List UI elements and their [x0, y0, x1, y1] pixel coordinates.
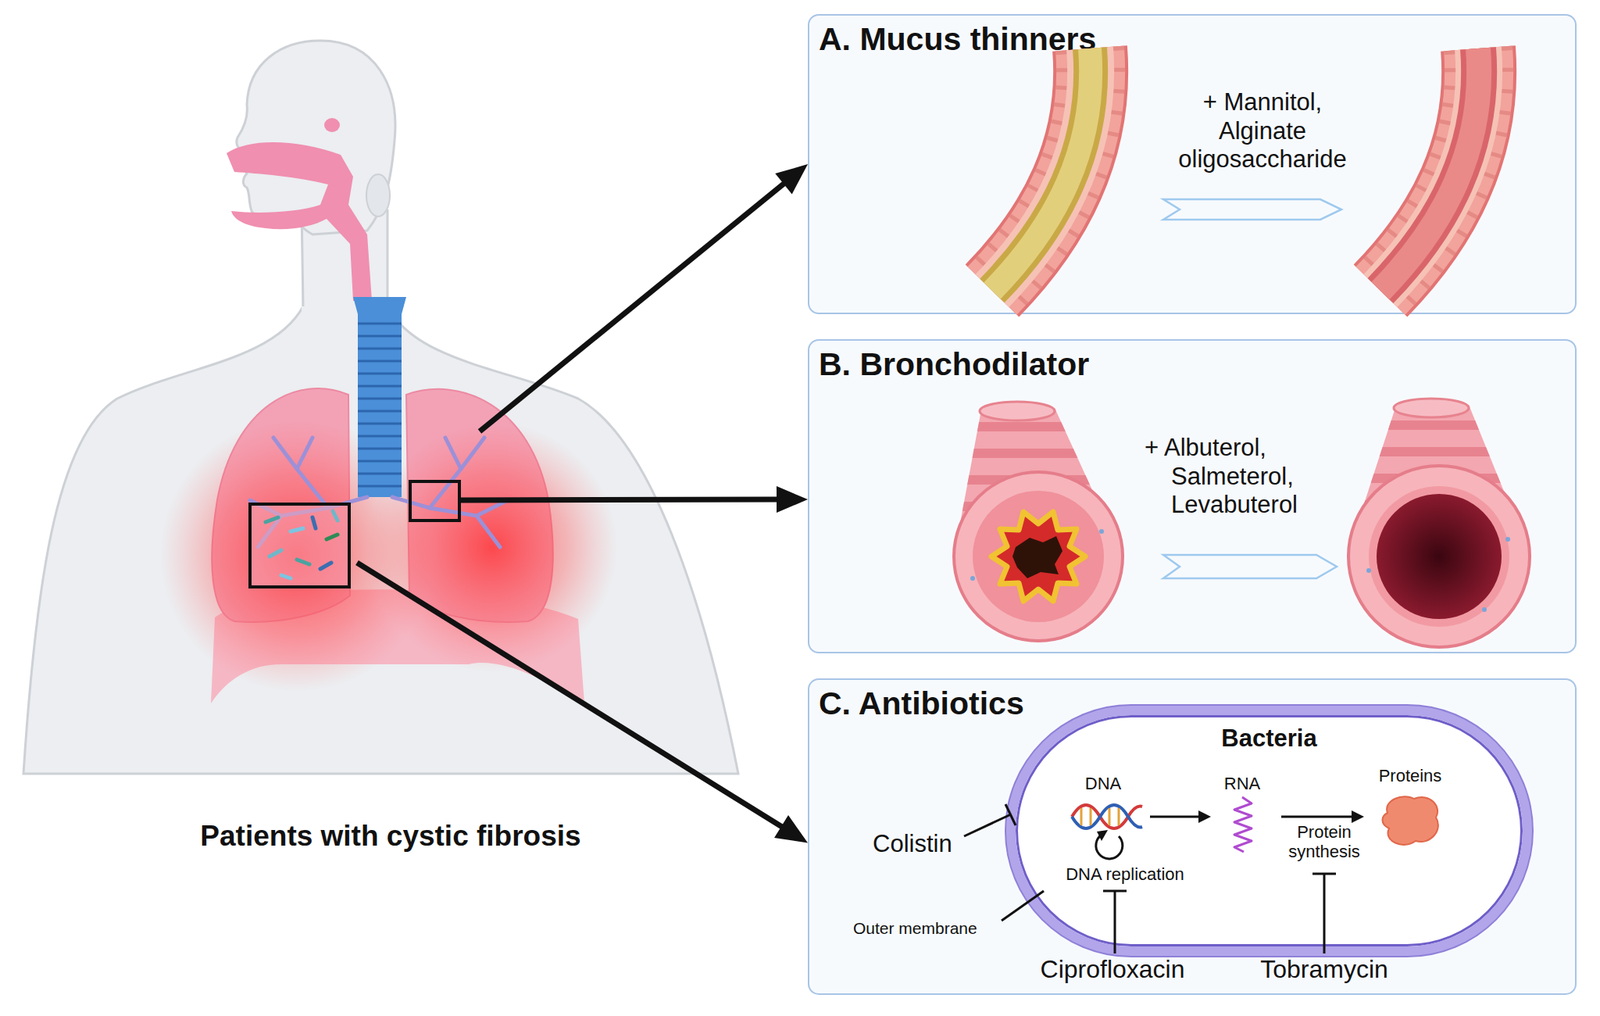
- illustration-shape: [357, 485, 402, 488]
- illustration-shape: [211, 388, 350, 622]
- illustration-shape: [366, 174, 390, 217]
- molecule-label: DNA: [1056, 773, 1150, 793]
- illustration-shape: [429, 500, 508, 516]
- illustration-shape: [301, 209, 304, 307]
- treatment-panel: B. Bronchodilator + Albuterol, Salmeterol…: [807, 339, 1577, 654]
- illustration-shape: [357, 422, 402, 425]
- illustration-shape: [332, 510, 338, 521]
- connector-arrow: [479, 164, 808, 432]
- drug-list: + Mannitol, Alginate oligosaccharide: [1160, 88, 1365, 175]
- illustration-shape: [367, 421, 618, 672]
- drug-label: Ciprofloxacin: [1003, 954, 1222, 984]
- illustration-shape: [281, 575, 291, 579]
- connector-arrow: [460, 485, 808, 513]
- illustration-shape: [357, 385, 402, 388]
- illustration-shape: [357, 347, 402, 350]
- process-label: DNA replication: [1031, 864, 1219, 884]
- illustration-shape: [353, 296, 407, 497]
- illustration-shape: [301, 209, 388, 311]
- drug-list: + Albuterol, Salmeterol, Levabuterol: [1144, 433, 1356, 520]
- illustration-shape: [386, 209, 390, 307]
- illustration-shape: [324, 117, 340, 133]
- illustration-shape: [236, 40, 396, 235]
- illustration-shape: [250, 503, 350, 587]
- arrow-head: [774, 814, 808, 843]
- illustration-shape: [357, 410, 402, 413]
- illustration-shape: [357, 397, 402, 400]
- illustration-shape: [357, 472, 402, 475]
- illustration-shape: [410, 481, 460, 521]
- bacteria-cell: Bacteria: [1006, 705, 1533, 956]
- illustration-shape: [476, 515, 500, 547]
- molecule-label: Proteins: [1347, 765, 1473, 786]
- connector-line: [479, 182, 786, 432]
- illustration-shape: [392, 437, 485, 508]
- illustration-shape: [326, 534, 338, 540]
- illustration-shape: [265, 517, 279, 522]
- illustration-shape: [357, 435, 402, 438]
- molecule-label: RNA: [1195, 773, 1290, 793]
- illustration-shape: [312, 517, 316, 529]
- panel-title: C. Antibiotics: [818, 684, 1025, 722]
- illustration-shape: [357, 322, 402, 325]
- illustration-shape: [445, 437, 461, 469]
- illustration-shape: [323, 167, 349, 186]
- figure-caption: Patients with cystic fibrosis: [15, 818, 766, 854]
- illustration-shape: [290, 528, 304, 532]
- connector-arrow: [357, 562, 808, 843]
- illustration-shape: [265, 510, 338, 579]
- human-figure: [23, 40, 739, 774]
- drug-label: Tobramycin: [1222, 954, 1426, 984]
- illustration-shape: [210, 589, 585, 704]
- illustration-shape: [273, 437, 368, 508]
- illustration-shape: [250, 500, 329, 516]
- connector-line: [460, 496, 780, 504]
- treatment-panel: A. Mucus thinners + Mannitol, Alginate ol…: [807, 14, 1577, 315]
- illustration-shape: [269, 550, 282, 557]
- illustration-shape: [357, 447, 402, 450]
- illustration-shape: [23, 306, 739, 774]
- part-label: Outer membrane: [853, 918, 1041, 938]
- illustration-shape: [320, 562, 332, 569]
- illustration-shape: [296, 559, 310, 565]
- cell-title: Bacteria: [1015, 724, 1523, 754]
- illustration-shape: [357, 460, 402, 463]
- illustration-shape: [226, 142, 372, 301]
- panel-title: B. Bronchodilator: [818, 345, 1090, 383]
- arrow-head: [775, 164, 808, 194]
- illustration-shape: [357, 323, 402, 486]
- process-label: Protein synthesis: [1273, 821, 1375, 862]
- illustration-shape: [406, 389, 554, 622]
- illustration-shape: [357, 335, 402, 338]
- illustration-shape: [357, 360, 402, 363]
- illustration-shape: [357, 372, 402, 375]
- illustration-shape: [250, 437, 508, 547]
- illustration-shape: [296, 437, 313, 469]
- panel-title: A. Mucus thinners: [818, 20, 1097, 58]
- connector-line: [357, 562, 784, 829]
- illustration-shape: [160, 417, 434, 692]
- arrow-head: [776, 485, 808, 513]
- illustration-shape: [257, 515, 282, 547]
- patient-figure: Patients with cystic fibrosis: [15, 31, 766, 875]
- drug-label: Colistin: [872, 829, 1029, 858]
